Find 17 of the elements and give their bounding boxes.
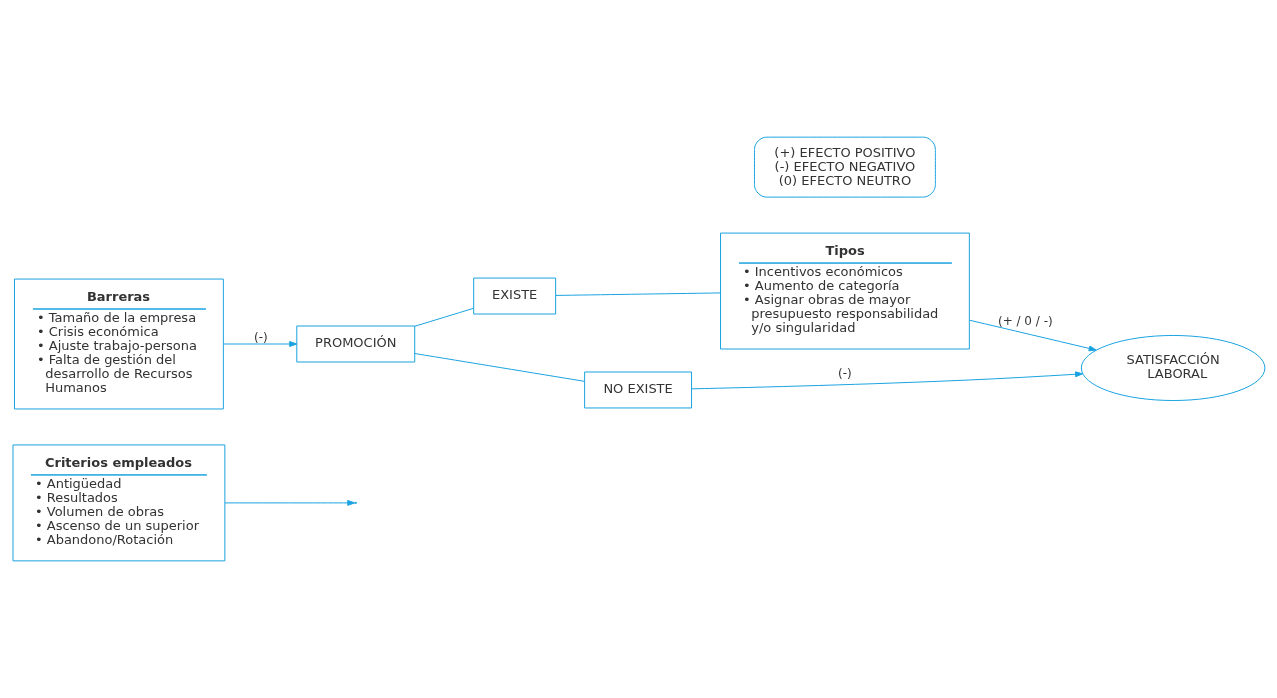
node-box: NO EXISTE (583, 371, 692, 409)
connector (413, 353, 585, 382)
arrow (690, 371, 1083, 390)
node-box: (+) EFECTO POSITIVO (-) EFECTO NEGATIVO (0) EFECTO NEUTRO (753, 136, 936, 198)
edge-label: (-) (253, 329, 268, 344)
connector (554, 292, 721, 296)
edge-label: (+ / 0 / -) (997, 313, 1053, 328)
node-box: Barreras • Tamaño de la empresa • Crisis económica • Ajuste trabajo-persona • Falta de gestión del desarrollo de Recursos Humanos (13, 278, 224, 410)
node-box: EXISTE (472, 277, 556, 315)
node-ellipse: SATISFACCIÓN LABORAL (1080, 334, 1265, 401)
arrow (222, 341, 297, 347)
arrow (968, 319, 1097, 352)
node-box: PROMOCIÓN (295, 325, 415, 363)
node-box: Criterios empleados • Antigüedad • Resultados • Volumen de obras • Ascenso de un superior • Abandono/Rotación (12, 444, 225, 562)
edge-label: (-) (837, 365, 852, 380)
connector (413, 307, 474, 327)
node-box: Tipos • Incentivos económicos • Aumento de categoría • Asignar obras de mayor presupuesto responsabilidad y/o singularidad (719, 232, 970, 350)
